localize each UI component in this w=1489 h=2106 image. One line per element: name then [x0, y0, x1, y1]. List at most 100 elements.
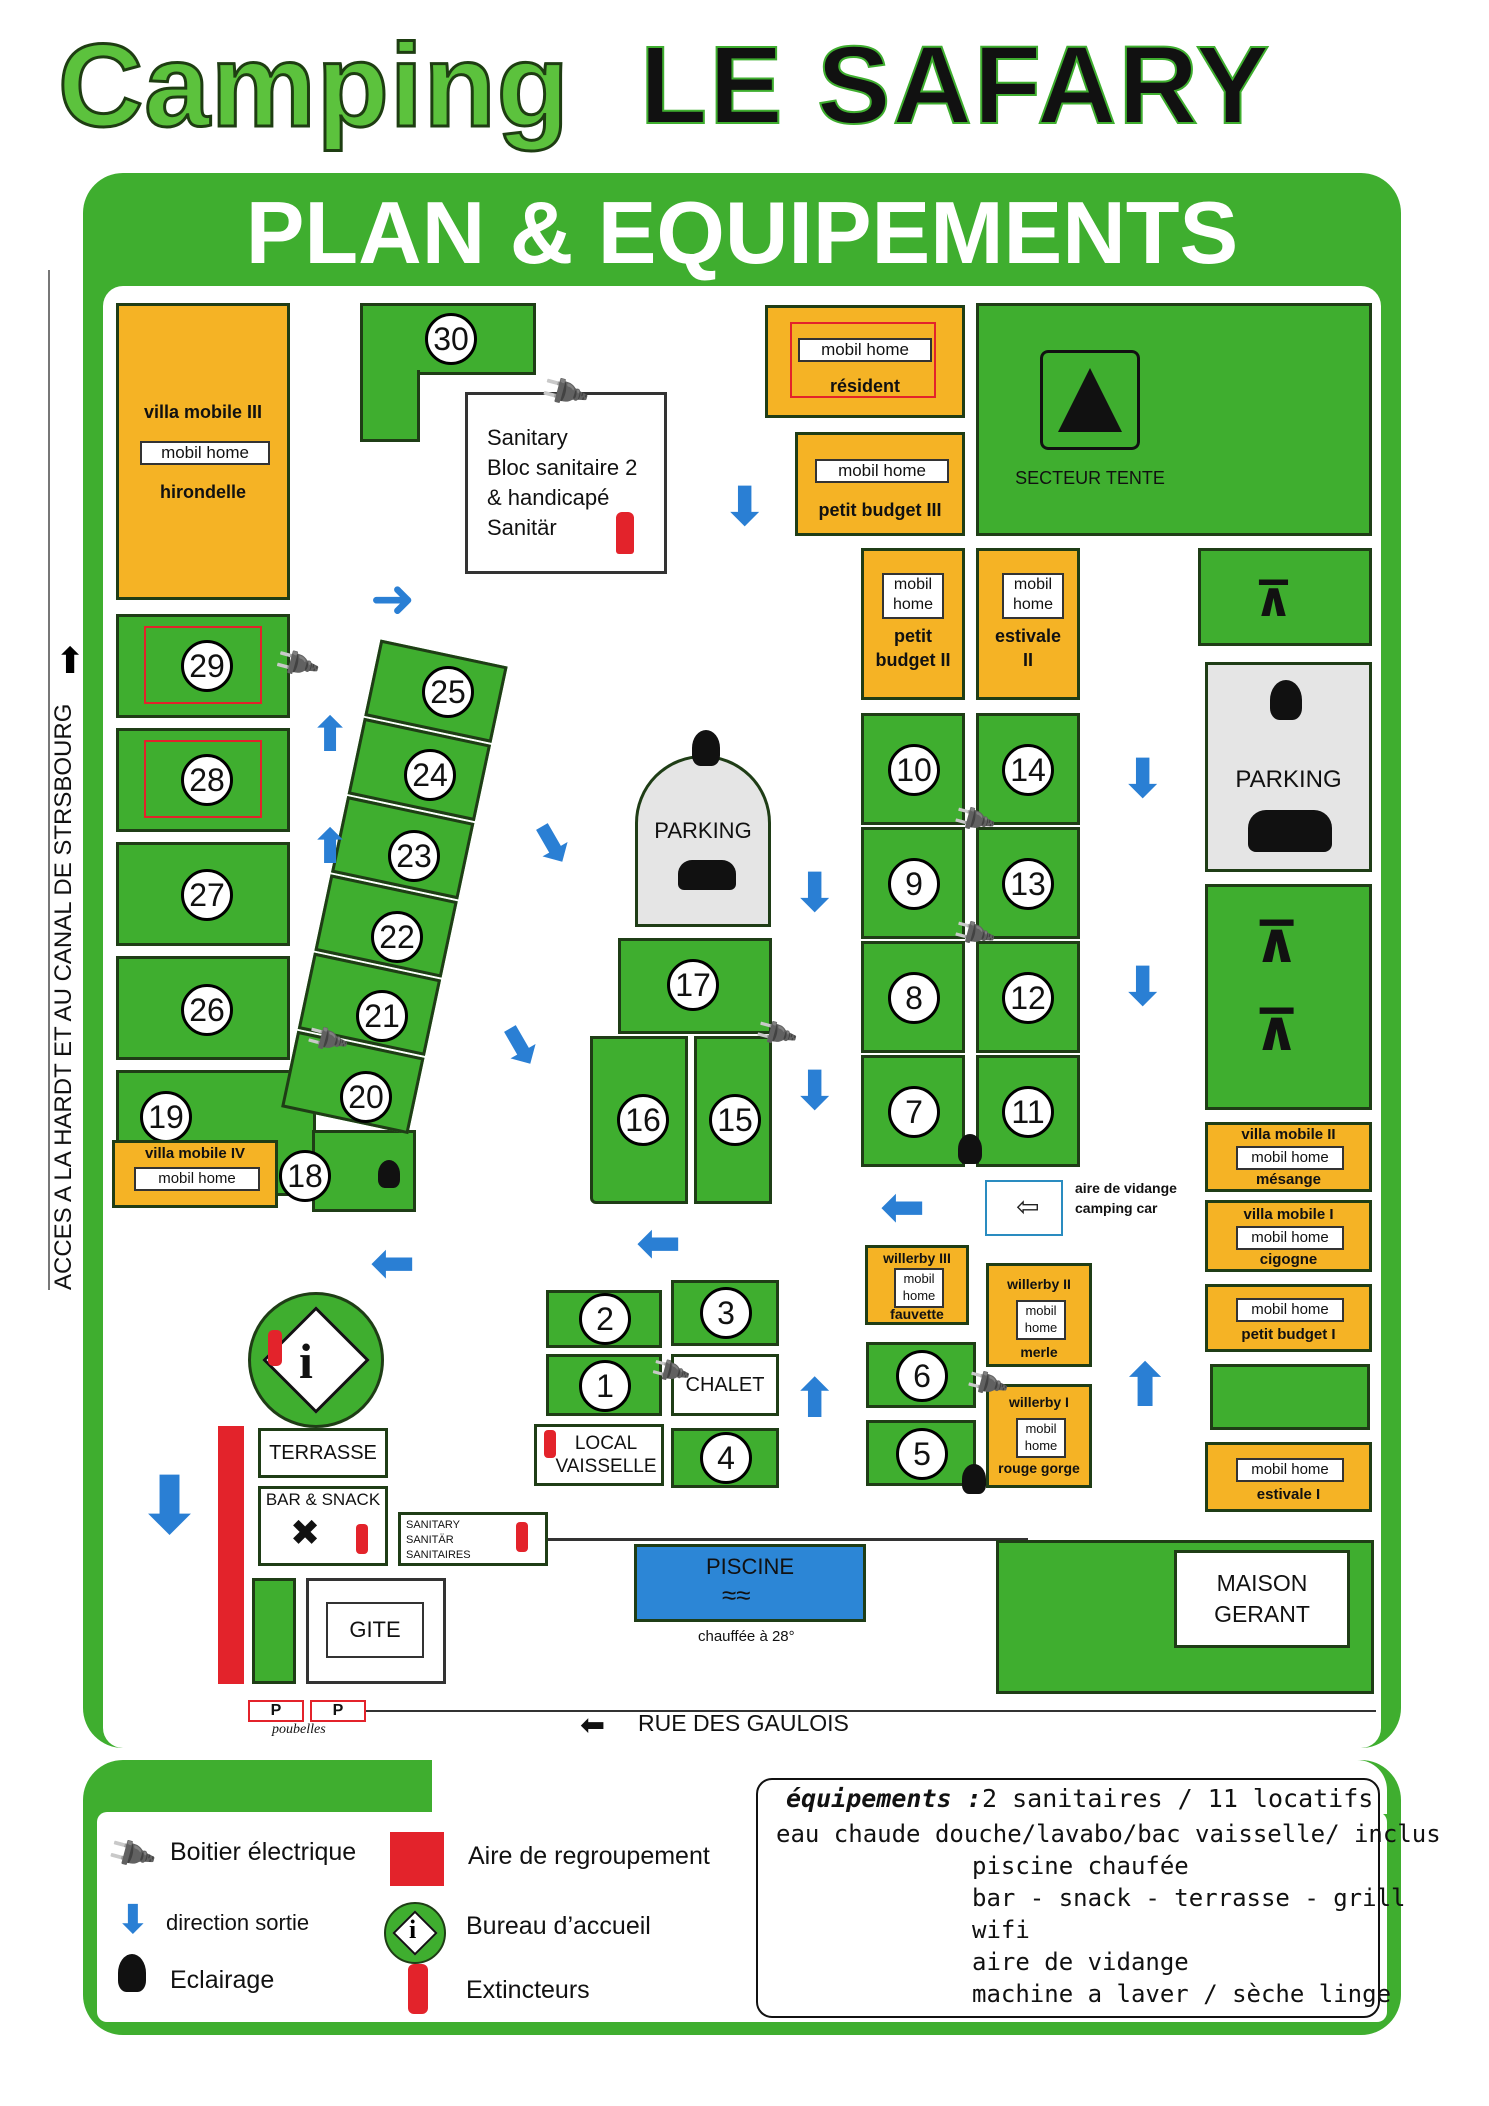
chalet — [671, 1354, 779, 1416]
parking-p-2 — [310, 1700, 366, 1722]
plot-29[interactable]: 29 — [181, 640, 233, 692]
header-name: LE SAFARY — [639, 23, 1272, 148]
plot-26[interactable]: 26 — [181, 984, 233, 1036]
left-arrow-icon: ⇦ — [1016, 1191, 1040, 1222]
legend-aire-regroupement: Aire de regroupement — [468, 1842, 710, 1870]
exit-arrow-icon: ➜ — [370, 569, 416, 629]
exit-arrow-icon: ⬆ — [310, 709, 351, 762]
plot-21[interactable]: 21 — [356, 990, 408, 1042]
map-title: PLAN & EQUIPEMENTS — [245, 183, 1239, 282]
petit-budget-iii — [795, 432, 965, 536]
plot-23[interactable]: 23 — [388, 830, 440, 882]
plot-22[interactable]: 22 — [371, 911, 423, 963]
light-bulb-icon — [692, 730, 720, 766]
legend-bulb-icon — [118, 1954, 146, 1992]
piscine — [634, 1544, 866, 1622]
info-icon: i — [299, 1333, 313, 1389]
legend-bureau: Bureau d’accueil — [466, 1912, 651, 1940]
exit-arrow-icon: ⬇ — [136, 1461, 204, 1550]
legend-red-square — [390, 1832, 444, 1886]
plot-16[interactable]: 16 — [617, 1094, 669, 1146]
rue-arrow-icon: ⬅ — [580, 1709, 606, 1742]
extinguisher-icon — [616, 512, 634, 554]
plot-15[interactable]: 15 — [709, 1094, 761, 1146]
picnic-area-2 — [1205, 884, 1372, 1110]
header-camping: Camping — [57, 19, 571, 154]
exit-arrow-icon: ⬆ — [1120, 1352, 1171, 1419]
maison-gerant — [1174, 1550, 1350, 1648]
legend-extincteurs: Extincteurs — [466, 1976, 590, 2004]
extinguisher-icon — [544, 1430, 556, 1458]
legend-direction: direction sortie — [166, 1910, 310, 1935]
car-icon — [678, 860, 736, 890]
equipements-title: équipements : — [786, 1784, 982, 1813]
access-up-arrow: ⬆ — [55, 640, 86, 681]
equipements-summary: 2 sanitaires / 11 locatifs — [982, 1784, 1374, 1813]
plot-24[interactable]: 24 — [404, 749, 456, 801]
plot-6[interactable]: 6 — [896, 1350, 948, 1402]
plot-27[interactable]: 27 — [181, 869, 233, 921]
plot-11[interactable]: 11 — [1002, 1086, 1054, 1138]
picnic-table-icon: ⊼ — [1254, 574, 1293, 627]
parking-p-1 — [248, 1700, 304, 1722]
picnic-table-icon: ⊼ — [1254, 911, 1300, 974]
plot-28[interactable]: 28 — [181, 754, 233, 806]
plot-3[interactable]: 3 — [700, 1287, 752, 1339]
light-bulb-icon — [962, 1464, 986, 1494]
legend-boitier: Boitier électrique — [170, 1838, 357, 1866]
plot-9[interactable]: 9 — [888, 858, 940, 910]
plot-13[interactable]: 13 — [1002, 858, 1054, 910]
aire-de-vidange — [985, 1180, 1063, 1236]
picnic-table-icon: ⊼ — [1254, 999, 1300, 1062]
extinguisher-icon — [516, 1522, 528, 1552]
legend-extinguisher-icon — [408, 1964, 428, 2014]
plot-17[interactable]: 17 — [667, 959, 719, 1011]
plot-19[interactable]: 19 — [140, 1091, 192, 1143]
waves-icon: ≈≈ — [722, 1580, 751, 1610]
plot-10[interactable]: 10 — [888, 744, 940, 796]
extinguisher-icon — [268, 1330, 282, 1366]
legend-eclairage: Eclairage — [170, 1966, 275, 1994]
exit-arrow-icon: ⬅ — [636, 1213, 682, 1273]
exit-arrow-icon: ⬇ — [1120, 749, 1166, 809]
access-side-text: ACCES A LA HARDT ET AU CANAL DE STRSBOUR… — [50, 703, 77, 1290]
rue-label: RUE DES GAULOIS — [638, 1710, 849, 1736]
plot-20[interactable]: 20 — [340, 1071, 392, 1123]
light-bulb-icon — [958, 1134, 982, 1164]
sanitary-text: Sanitary Bloc sanitaire 2 & handicapé Sa… — [487, 425, 638, 540]
poubelles-label: poubelles — [272, 1722, 326, 1737]
plot-5[interactable]: 5 — [896, 1428, 948, 1480]
exit-arrow-icon: ⬇ — [792, 1061, 838, 1121]
exit-arrow-icon: ⬇ — [1120, 957, 1166, 1017]
plot-12[interactable]: 12 — [1002, 972, 1054, 1024]
exit-arrow-icon: ⬆ — [792, 1369, 838, 1429]
plot-30[interactable]: 30 — [425, 313, 477, 365]
light-bulb-icon — [378, 1160, 400, 1188]
secteur-tente — [976, 303, 1372, 536]
plot-18[interactable]: 18 — [279, 1150, 331, 1202]
villa-mobile-ii — [1205, 1122, 1372, 1192]
exit-arrow-icon: ⬇ — [722, 477, 768, 537]
terrasse — [258, 1428, 388, 1478]
aire-de-regroupement — [218, 1426, 244, 1684]
plot-2[interactable]: 2 — [579, 1293, 631, 1345]
exit-arrow-icon: ⬇ — [792, 863, 838, 923]
equipements-box — [756, 1778, 1380, 2018]
legend-arrow-icon: ⬇ — [116, 1898, 150, 1942]
plot-1[interactable]: 1 — [579, 1360, 631, 1412]
exit-arrow-icon: ⬅ — [880, 1177, 926, 1237]
piscine-note: chauffée à 28° — [698, 1628, 795, 1645]
plot-7[interactable]: 7 — [888, 1086, 940, 1138]
exit-arrow-icon: ⬅ — [370, 1233, 416, 1293]
plot-8[interactable]: 8 — [888, 972, 940, 1024]
picnic-area-1 — [1198, 548, 1372, 646]
parking-center — [635, 755, 771, 927]
car-icon — [1248, 810, 1332, 852]
plot-25[interactable]: 25 — [422, 666, 474, 718]
light-bulb-icon — [1270, 680, 1302, 720]
extinguisher-icon — [356, 1524, 368, 1554]
fork-knife-icon: ✖ — [290, 1512, 321, 1553]
plot-4[interactable]: 4 — [700, 1432, 752, 1484]
plot-14[interactable]: 14 — [1002, 744, 1054, 796]
exit-arrow-icon: ⬆ — [310, 821, 351, 874]
